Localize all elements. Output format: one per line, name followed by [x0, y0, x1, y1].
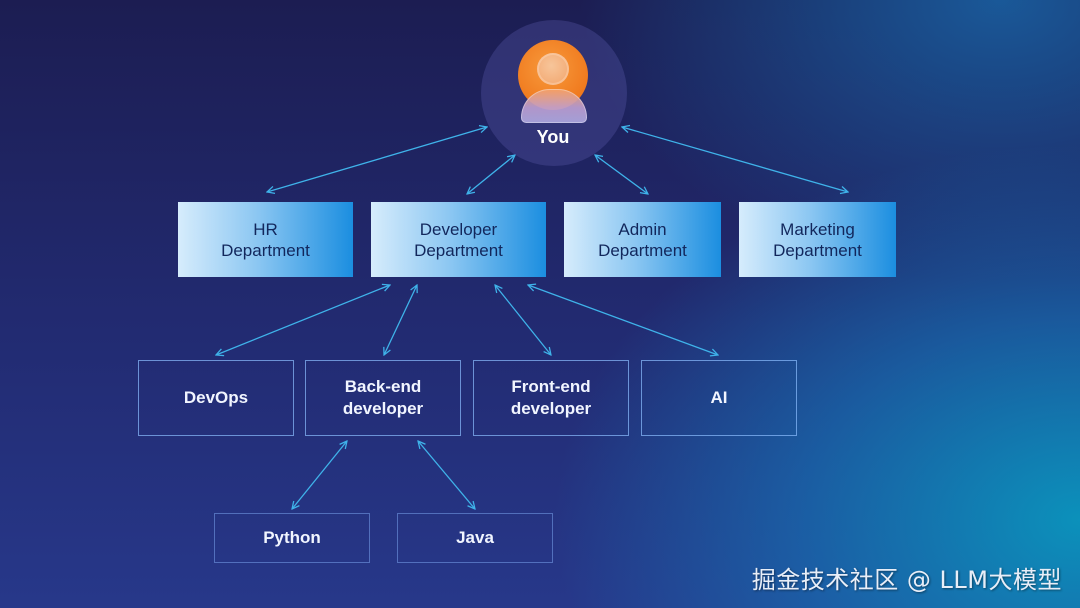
arrow-developer-ai — [528, 285, 718, 355]
node-backend-developer[interactable]: Back-end developer — [305, 360, 461, 436]
node-label-line2: Department — [414, 240, 503, 260]
arrow-developer-backend — [384, 285, 417, 355]
node-java[interactable]: Java — [397, 513, 553, 563]
node-label-line1: AI — [710, 388, 728, 407]
arrow-you-developer — [467, 155, 515, 194]
node-admin-department[interactable]: Admin Department — [564, 202, 721, 277]
arrow-developer-devops — [216, 285, 390, 355]
arrow-developer-frontend — [495, 285, 551, 355]
arrow-you-marketing — [622, 127, 848, 192]
arrow-you-admin — [595, 155, 648, 194]
root-label: You — [536, 127, 570, 147]
node-hr-department[interactable]: HR Department — [178, 202, 353, 277]
arrow-backend-java — [418, 441, 475, 509]
node-label-line1: Admin — [618, 219, 667, 239]
node-devops[interactable]: DevOps — [138, 360, 294, 436]
node-developer-department[interactable]: Developer Department — [371, 202, 546, 277]
node-label-line2: developer — [342, 399, 424, 418]
node-label-line2: developer — [510, 399, 592, 418]
node-label-line2: Department — [598, 240, 687, 260]
node-label: Python — [263, 528, 321, 547]
avatar-head — [537, 53, 569, 85]
node-label-line1: Marketing — [780, 219, 855, 239]
node-label-line1: Back-end — [344, 377, 422, 396]
node-marketing-department[interactable]: Marketing Department — [739, 202, 896, 277]
node-label-line1: Developer — [419, 219, 498, 239]
node-label-line2: Department — [221, 240, 310, 260]
node-label-line1: DevOps — [183, 388, 249, 407]
arrow-backend-python — [292, 441, 347, 509]
node-label-line1: HR — [253, 219, 278, 239]
node-label: Java — [456, 528, 494, 547]
node-ai[interactable]: AI — [641, 360, 797, 436]
avatar-body — [521, 89, 587, 123]
node-label-line2: Department — [773, 240, 862, 260]
watermark-text: 掘金技术社区 @ LLM大模型 — [751, 566, 1062, 594]
node-frontend-developer[interactable]: Front-end developer — [473, 360, 629, 436]
node-label-line1: Front-end — [511, 377, 591, 396]
arrow-you-hr — [267, 127, 487, 192]
node-python[interactable]: Python — [214, 513, 370, 563]
